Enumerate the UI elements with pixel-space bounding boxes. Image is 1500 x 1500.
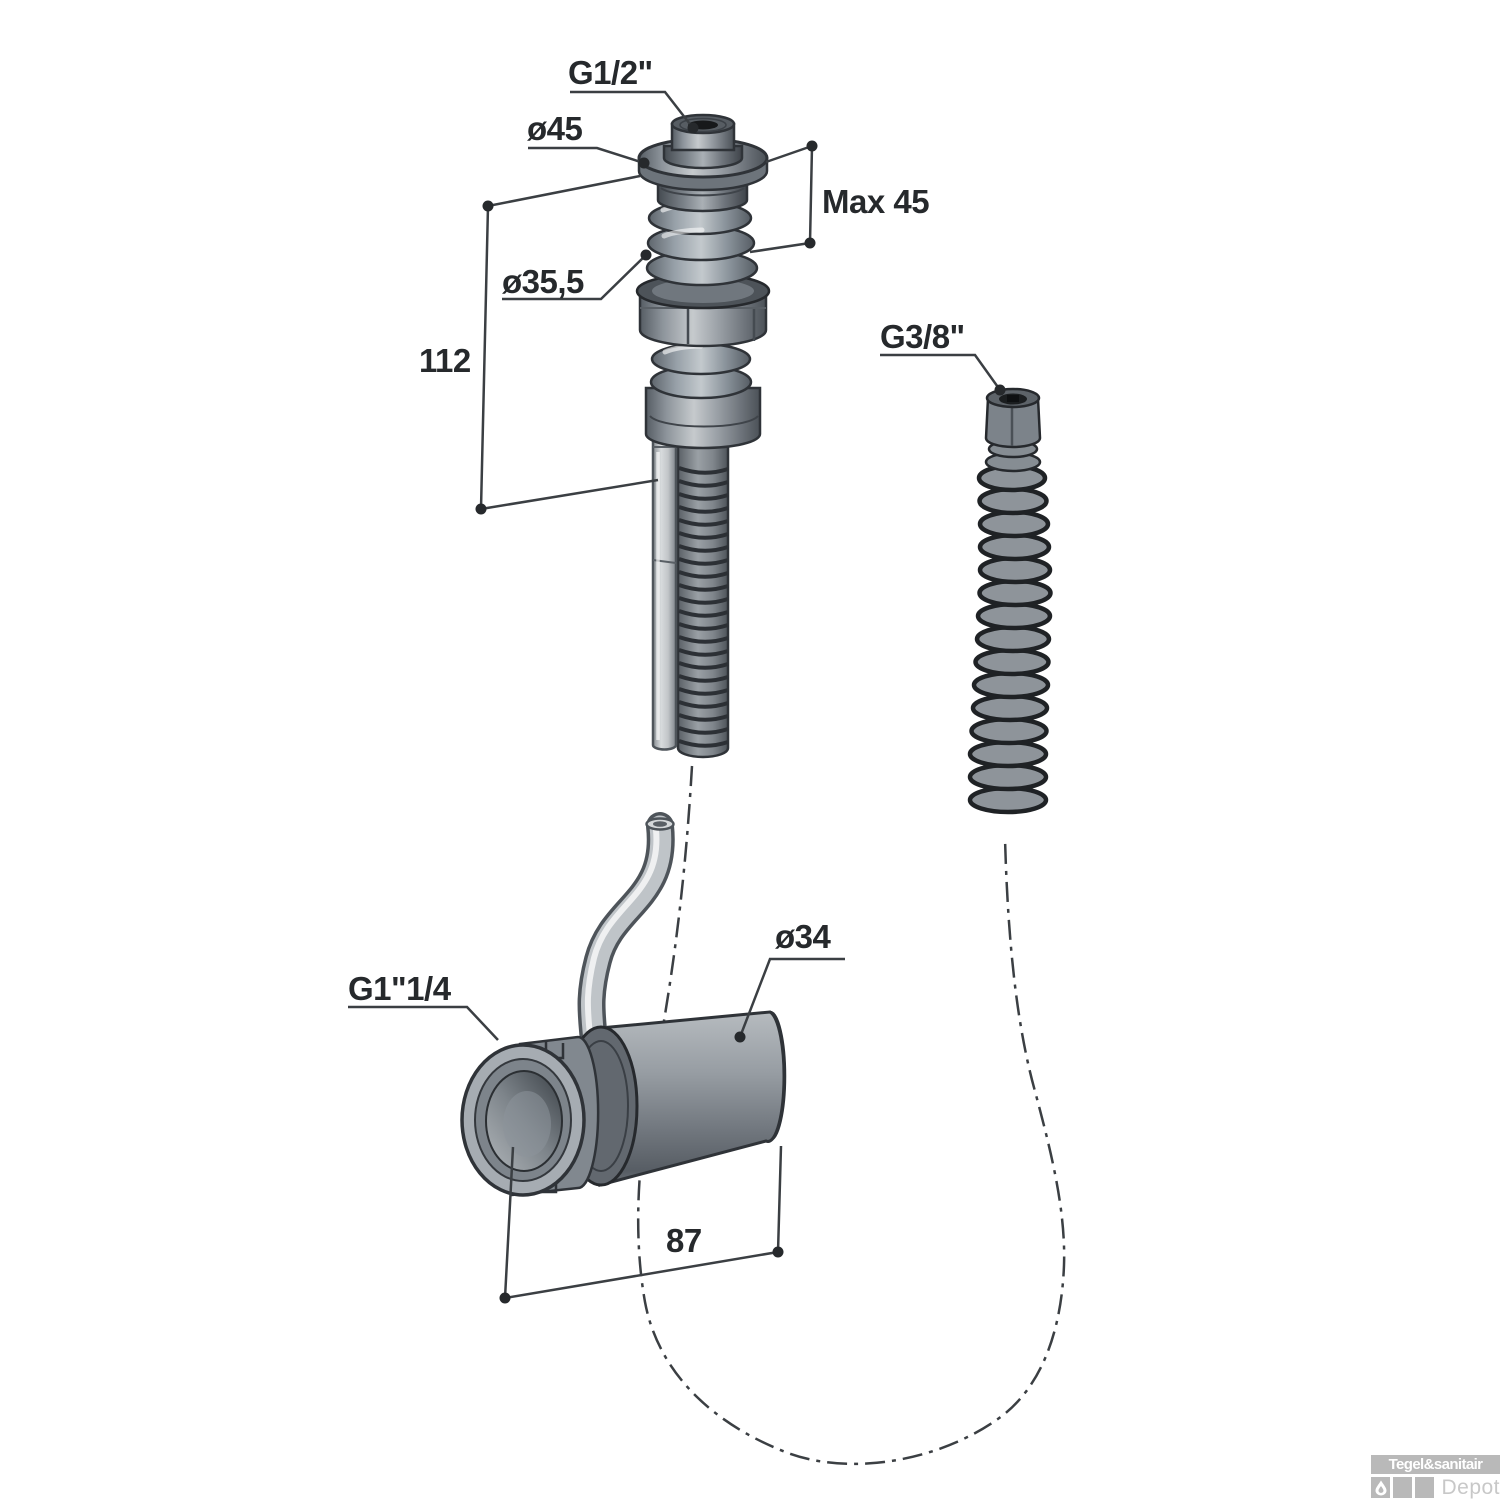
label-shank-diameter: ø35,5 bbox=[502, 263, 584, 300]
water-drop-glyph bbox=[1375, 1480, 1387, 1495]
leader-shank-diameter bbox=[502, 254, 647, 301]
label-hose-thread: G3/8" bbox=[880, 318, 965, 355]
label-shank-length: 112 bbox=[419, 342, 471, 379]
leader-body-diameter bbox=[738, 957, 845, 1038]
watermark-brand: Tegel&sanitair bbox=[1388, 1456, 1483, 1473]
top-stub bbox=[662, 113, 744, 170]
shank-body-step bbox=[649, 415, 759, 428]
label-body-thread: G1"1/4 bbox=[348, 970, 452, 1007]
dim-max-45 bbox=[749, 144, 814, 254]
neck-step bbox=[660, 187, 745, 197]
hose-corrugations bbox=[967, 463, 1053, 815]
label-top-thread: G1/2" bbox=[568, 54, 653, 91]
watermark-square bbox=[1393, 1477, 1413, 1498]
label-body-diameter: ø34 bbox=[775, 918, 832, 955]
dimension-labels: G1/2" ø45 Max 45 ø35,5 112 G3/8" G1"1/4 … bbox=[348, 54, 965, 1259]
rod-threads bbox=[678, 466, 729, 748]
label-flange-diameter: ø45 bbox=[527, 110, 583, 147]
barrel bbox=[598, 1010, 786, 1187]
watermark: Tegel&sanitair Depot bbox=[1371, 1455, 1500, 1498]
hose-nut-square-broach bbox=[1007, 395, 1019, 402]
curved-tube bbox=[577, 812, 675, 1056]
nut-facet bbox=[686, 309, 756, 344]
lower-bellows bbox=[649, 342, 753, 400]
upper-bellows bbox=[645, 200, 759, 287]
water-drop-icon bbox=[1371, 1477, 1391, 1498]
dim-87 bbox=[503, 1145, 783, 1300]
label-body-length: 87 bbox=[666, 1222, 702, 1259]
shank-body bbox=[644, 386, 762, 450]
watermark-banner: Tegel&sanitair bbox=[1371, 1455, 1500, 1474]
dimension-lines bbox=[348, 90, 1006, 1304]
watermark-suffix: Depot bbox=[1441, 1476, 1500, 1499]
leader-body-thread bbox=[348, 1005, 499, 1041]
tap-shank-assembly bbox=[635, 113, 771, 759]
bottom-body-assembly bbox=[460, 812, 787, 1197]
leader-hose-thread bbox=[880, 353, 1002, 391]
dim-112 bbox=[479, 174, 659, 511]
pilot-tube bbox=[651, 438, 678, 751]
flexible-hose bbox=[967, 387, 1053, 815]
label-max-thickness: Max 45 bbox=[822, 183, 929, 220]
leader-flange-diameter bbox=[528, 146, 645, 165]
watermark-square bbox=[1415, 1477, 1435, 1498]
leader-top-thread bbox=[570, 90, 694, 129]
threaded-mouth bbox=[460, 1043, 586, 1197]
watermark-logo-row: Depot bbox=[1371, 1477, 1500, 1498]
